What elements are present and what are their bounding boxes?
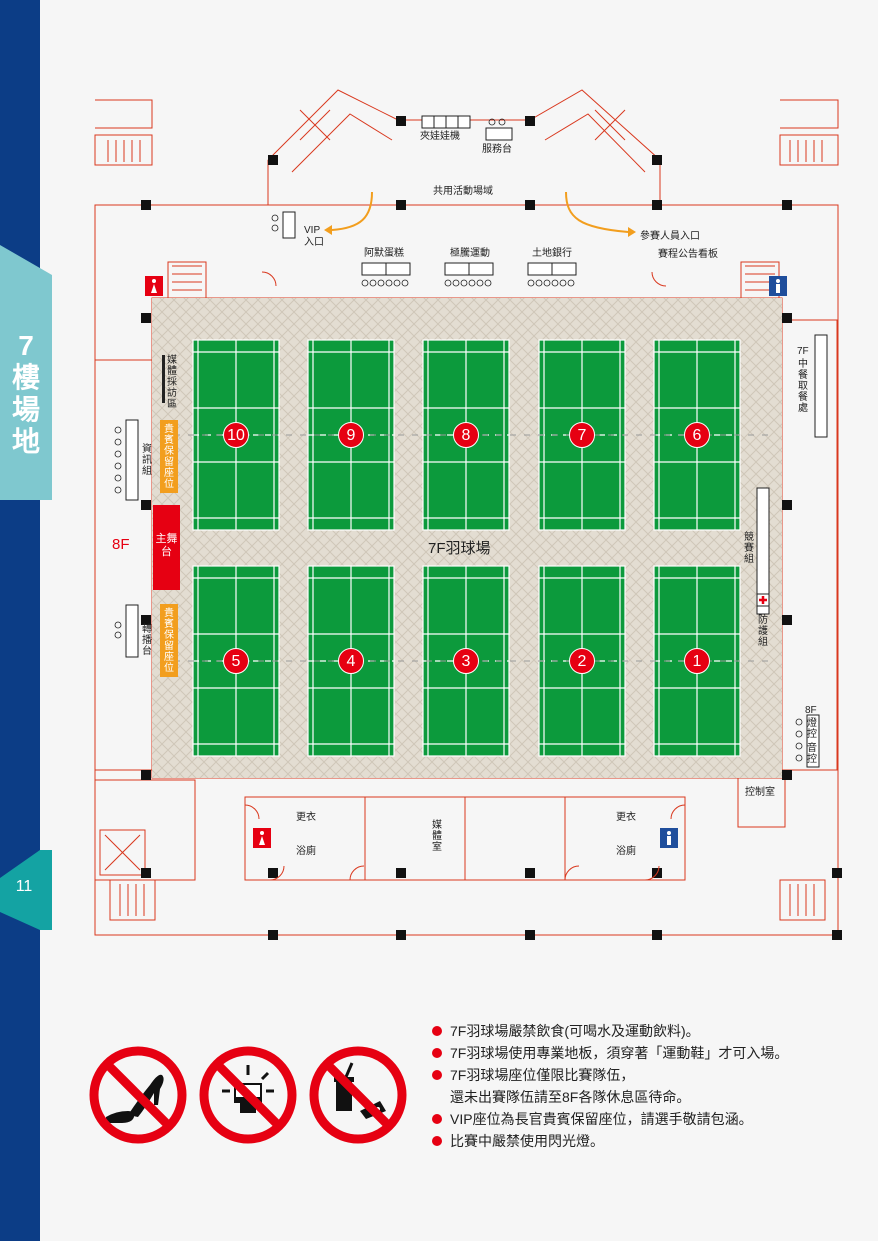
changing-left-label: 更衣 [296,812,316,823]
player-entrance-label: 參賽人員入口 [640,231,700,242]
booth-label-2: 極騰運動 [450,248,490,259]
lighting-label: 燈控 [807,718,817,740]
court-number-4: 4 [338,648,364,674]
court-number-6: 6 [684,422,710,448]
vip-entrance-label-2: 入口 [304,237,324,248]
schedule-board-label: 賽程公告看板 [658,249,718,260]
note-item: 7F羽球場使用專業地板，須穿著「運動鞋」才可入場。 [430,1042,870,1064]
court-number-2: 2 [569,648,595,674]
sound-label: 音控 [807,743,817,765]
court-number-3: 3 [453,648,479,674]
note-item: 比賽中嚴禁使用閃光燈。 [430,1130,870,1152]
hall-label: 7F羽球場 [428,540,491,557]
no-food-sign [309,1046,407,1144]
floor-plan [94,89,842,940]
page-number-tab [0,850,52,930]
floor-8f-label: 8F [112,536,130,553]
changing-right-label: 更衣 [616,812,636,823]
no-flash-sign [199,1046,297,1144]
court-number-8: 8 [453,422,479,448]
notes-list: 7F羽球場嚴禁飲食(可喝水及運動飲料)。 7F羽球場使用專業地板，須穿著「運動鞋… [430,1020,870,1152]
court-number-5: 5 [223,648,249,674]
media-area-label: 媒體採訪區 [167,355,177,410]
lunch-pickup-label: 中餐取餐處 [798,359,808,414]
lunch-floor-label: 7F [797,346,809,357]
court-number-10: 10 [223,422,249,448]
vip-seats-upper: 貴賓保留座位 [160,420,178,493]
high-heel-shoe-icon [106,1074,164,1123]
broadcast-label: 轉播台 [142,624,152,657]
vip-entrance-label-1: VIP [304,225,321,236]
booth-label-3: 土地銀行 [532,248,572,259]
note-item: 7F羽球場嚴禁飲食(可喝水及運動飲料)。 [430,1020,870,1042]
no-heels-sign [89,1046,187,1144]
page-number: 11 [15,878,33,895]
medical-team-label: 防護組 [758,615,768,648]
main-stage: 主舞台 [153,505,180,590]
media-room-label: 媒體室 [432,820,442,853]
court-number-7: 7 [569,422,595,448]
booth-label-1: 阿默蛋糕 [364,248,404,259]
competition-team-label: 競賽組 [744,532,754,565]
court-number-9: 9 [338,422,364,448]
info-desk-label: 資訊組 [142,444,152,477]
light-sound-floor-label: 8F [805,705,817,716]
shower-right-label: 浴廁 [616,846,636,857]
shared-area-label: 共用活動場域 [433,186,493,197]
sidebar [0,0,40,1241]
vip-seats-lower: 貴賓保留座位 [160,604,178,677]
chapter-title: 7樓場地 [11,330,40,457]
chapter-tab [0,245,52,500]
note-item: VIP座位為長官貴賓保留座位，請選手敬請包涵。 [430,1108,870,1130]
service-desk-label: 服務台 [482,144,512,155]
control-room-label: 控制室 [745,787,775,798]
note-item: 7F羽球場座位僅限比賽隊伍，還未出賽隊伍請至8F各隊休息區待命。 [430,1064,870,1108]
court-number-1: 1 [684,648,710,674]
claw-machine-label: 夾娃娃機 [420,131,460,142]
shower-left-label: 浴廁 [296,846,316,857]
